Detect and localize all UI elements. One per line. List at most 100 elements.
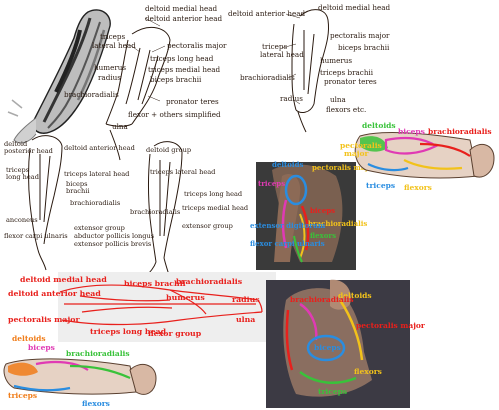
p7-arm-lines [59,284,263,326]
panel-1-top-left-arm: deltoid medial head deltoid anterior hea… [7,4,227,161]
p6-brachioradialis-line [419,142,471,157]
p7-brachioradialis-label: brachioradialis [176,277,243,286]
p6-fist [469,143,495,178]
p6-triceps-line [367,163,409,172]
p9-brachioradialis-outline [285,309,294,371]
p1-pronator-teres-label: pronator teres [166,97,219,106]
p7-flexor-group-label: flexor group [148,329,202,338]
p5-deltoid-outline [284,174,308,206]
p2-pronator-teres-label: pronator teres [324,77,377,86]
p9-pectoralis-outline [306,334,346,362]
p4-brachioradialis-label: brachioradialis [130,208,181,216]
p9-triceps-label: triceps [318,387,347,396]
p5-extensor-digitorum-label: extensor digitorum [250,221,326,230]
p5-brachioradialis-label: brachioradialis [308,219,367,228]
p1-pectoralis-major-label: pectoralis major [167,41,227,50]
p9-fist [330,279,351,310]
p7-pectoralis-major-label: pectoralis major [8,315,80,324]
line-arm-sketch [105,26,171,161]
p5-pectoralis-major-label: pectoralis major [312,163,377,172]
p3-posterior-head-label: posterior head [4,147,54,155]
p6-biceps-outline [384,136,439,155]
p1-triceps-long-head-label: triceps long head [150,54,214,63]
p5-biceps-outline [300,205,310,251]
p8-biceps-line [35,360,89,371]
p5-triceps-outline [281,199,288,249]
p5-deltoids-label: deltoids [272,160,303,169]
p8-triceps-label: triceps [8,391,37,400]
p7-deltoid-medial-head-label: deltoid medial head [20,275,107,284]
p9-triceps-line [299,370,357,385]
p2-brachioradialis-label: brachioradialis [240,73,295,82]
p3-biceps-label: biceps [66,180,88,188]
p9-biceps-outline [299,302,318,341]
p5-flexors-outline [293,235,303,263]
p8-forearm-shape [3,358,137,395]
p6-flexors-label: flexors [404,183,432,192]
p7-ulna-label: ulna [236,315,255,324]
p6-biceps-label: biceps [398,127,425,136]
p5-triceps-label: triceps [258,179,285,188]
p1-triceps-label: triceps [100,32,126,41]
p2-biceps-brachii-label: biceps brachii [338,43,390,52]
p8-brachioradialis-label: brachioradialis [66,349,130,358]
p7-biceps-brachii-label: biceps brachii [124,279,186,288]
p4-triceps-lateral-head-label: triceps lateral head [150,168,216,176]
p5-brachioradialis-outline [299,213,306,259]
p6-pectoralis-label: pectoralis [340,141,382,150]
p9-deltoid-outline [338,299,364,361]
p9-flexors-label: flexors [354,367,382,376]
p1-flexor-others-label: flexor + others simplified [128,110,221,119]
p9-brachioradialis-label: brachioradialis [290,295,354,304]
p3-flexor-carpi-ulnaris-label: flexor carpi ulnaris [4,232,68,240]
p6-major-label: major [344,149,370,158]
panel-7-red-arm: deltoid medial head deltoid anterior hea… [8,272,276,342]
p3-deltoid-anterior-head-label: deltoid anterior head [64,144,136,152]
p2-deltoid-medial-head-label: deltoid medial head [318,3,391,12]
p4-arm-sketch [145,141,183,279]
p5-biceps-label: biceps [310,206,335,215]
p3-triceps-lateral-head-label: triceps lateral head [64,170,130,178]
p7-triceps-long-head-label: triceps long head [90,327,167,336]
p5-flexor-carpi-ulnaris-label: flexor carpi ulnaris [250,239,325,248]
panel-4-mid-arm: deltoid group triceps lateral head trice… [130,141,249,279]
p1-biceps-brachii-label: biceps brachii [150,75,202,84]
p1-ulna-label: ulna [112,122,129,131]
p2-lateral-head-label: lateral head [260,50,304,59]
panel-8-bottom-forearm: deltoids biceps brachioradialis triceps … [3,334,157,408]
p4-deltoid-group-label: deltoid group [146,146,191,154]
p7-radius-label: radius [232,295,260,304]
p8-fist [129,363,157,395]
p1-brachioradialis-label: brachioradialis [64,90,119,99]
panel-3-mid-left-arm: deltoid posterior head deltoid anterior … [4,135,155,271]
p8-flexors-label: flexors [82,399,110,408]
p2-ulna-label: ulna [330,95,347,104]
p8-deltoid-shape [8,362,38,376]
p3-long-head-label: long head [6,173,40,181]
p2-triceps-brachii-label: triceps brachii [320,68,374,77]
p3-extensor-pollicis-brevis-label: extensor pollicis brevis [74,240,152,248]
p1-radius-label: radius [98,73,121,82]
panel-6-colored-forearm: deltoids biceps brachioradialis pectoral… [340,121,495,192]
p2-pectoralis-major-label: pectoralis major [330,31,390,40]
p7-humerus-label: humerus [166,293,205,302]
p2-radius-label: radius [280,94,303,103]
p3-triceps-label: triceps [6,166,30,174]
p8-flexors-line [13,384,71,392]
p3-brachioradialis-label: brachioradialis [70,199,121,207]
p8-deltoids-label: deltoids [12,334,46,343]
panel-5-photo-arm: deltoids pectoralis major triceps biceps… [250,160,377,270]
p6-flexors-line [403,159,463,170]
p8-brachioradialis-line [69,364,131,380]
p3-arm-sketch [28,135,63,271]
p2-humerus-label: humerus [320,56,352,65]
p8-biceps-label: biceps [28,343,55,352]
p6-triceps-label: triceps [366,181,395,190]
p5-flexors-label: flexors [310,231,336,240]
p7-background [58,272,276,342]
p9-deltoids-label: deltoids [338,291,372,300]
shaded-arm-sketch [7,9,111,144]
p1-triceps-medial-head-label: triceps medial head [148,65,220,74]
p3-deltoid-label: deltoid [4,140,28,148]
